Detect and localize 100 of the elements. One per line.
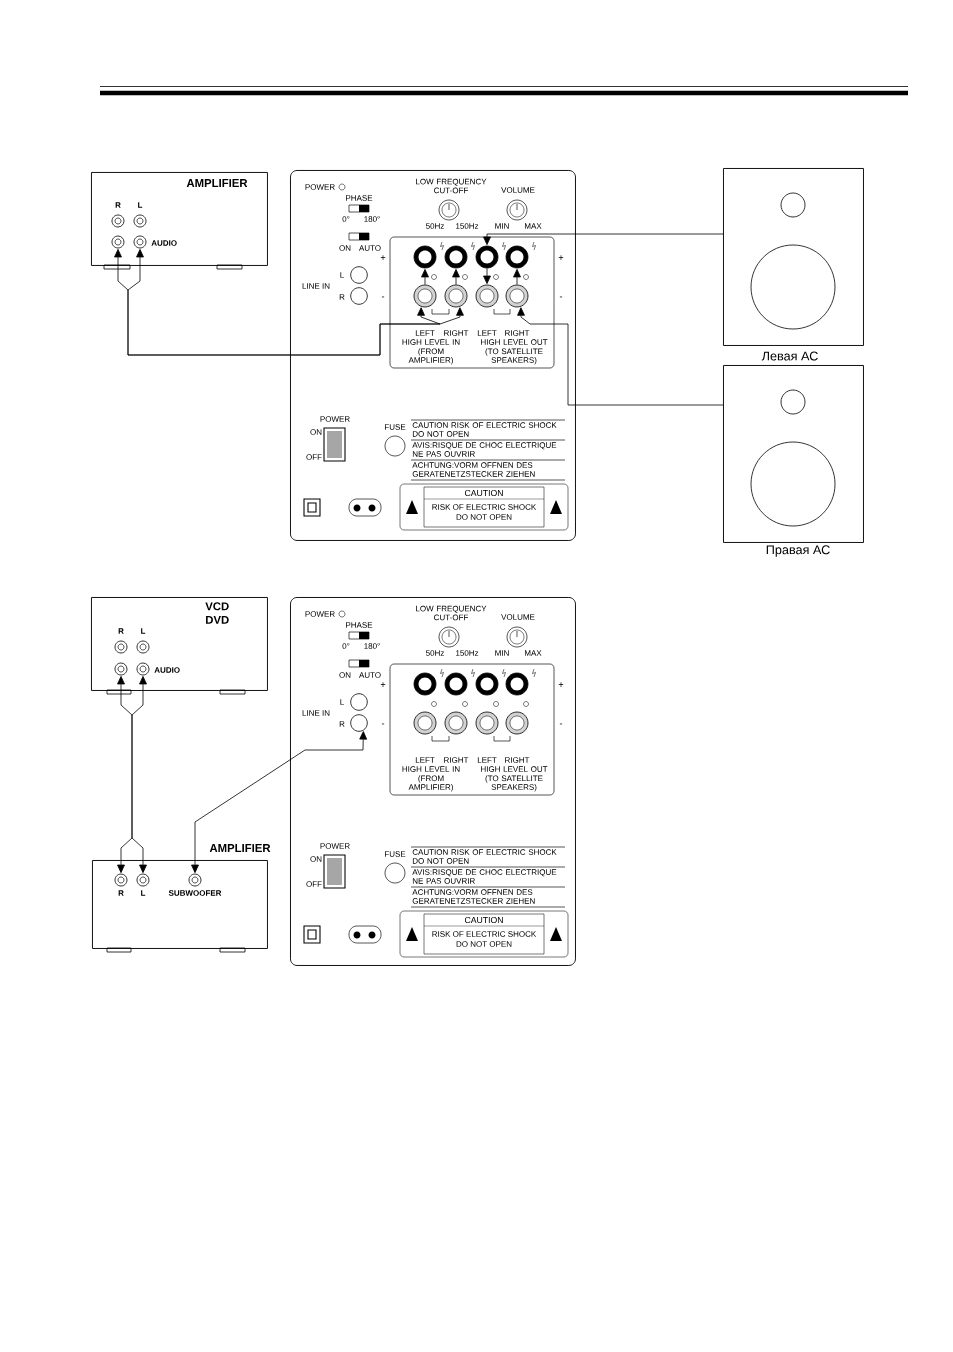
speaker-caption: Левая АС (761, 351, 818, 361)
warning-text: AVIS:RISQUE DE CHOC ELECTRIQUE NE PAS OUVRIR (412, 442, 557, 457)
panel-label: 50Hz (426, 223, 444, 229)
panel-label: POWER (320, 416, 350, 422)
subwoofer-panel (290, 170, 576, 541)
panel-label: VOLUME (501, 614, 535, 620)
panel-label: FUSE (385, 424, 406, 430)
jack-label: L (141, 628, 146, 634)
cable (191, 731, 368, 874)
panel-label: LINE IN (302, 710, 330, 716)
warning-text: ACHTUNG:VORM OFFNEN DES GERATENETZSTECKER ZIEHEN (412, 462, 535, 477)
warning-text: ACHTUNG:VORM OFFNEN DES GERATENETZSTECKER ZIEHEN (412, 889, 535, 904)
panel-label: HIGH LEVEL IN (402, 766, 460, 772)
jack-label: SUBWOOFER (168, 890, 222, 896)
jack-label: R (118, 890, 124, 896)
panel-label: FUSE (385, 851, 406, 857)
polarity-sign: - (559, 296, 563, 298)
audio-jack (133, 235, 147, 249)
panel-label: R (339, 721, 345, 727)
input-jack (350, 287, 368, 305)
jack-label: R (115, 202, 121, 208)
sticker-text: RISK OF ELECTRIC SHOCK (432, 504, 537, 510)
speaker-terminal (505, 245, 529, 269)
panel-label: (TO SATELLITE SPEAKERS) (485, 775, 543, 792)
cable (117, 676, 133, 874)
speaker-caption: Правая АС (766, 545, 830, 557)
subwoofer-panel (290, 597, 576, 966)
cable (517, 307, 724, 406)
panel-label: RIGHT (444, 757, 469, 763)
cable (483, 268, 491, 284)
audio-jack (136, 662, 150, 676)
panel-label: HIGH LEVEL IN (402, 339, 460, 345)
panel-label: POWER (305, 611, 335, 617)
panel-label: 0° (342, 643, 350, 649)
polarity-sign: + (558, 255, 564, 260)
polarity-sign: - (381, 723, 385, 725)
panel-label: MIN (495, 223, 509, 229)
jack-label: L (138, 202, 143, 208)
warning-text: AVIS:RISQUE DE CHOC ELECTRIQUE NE PAS OUVRIR (412, 869, 557, 884)
panel-label: AUTO (359, 245, 381, 251)
jack-label: R (118, 628, 124, 634)
panel-label: MIN (495, 650, 509, 656)
panel-label: 0° (342, 216, 350, 222)
cable (513, 269, 521, 285)
cable (452, 269, 460, 285)
sticker-text: CAUTION (464, 489, 503, 497)
panel-label: POWER (320, 843, 350, 849)
audio-jack (114, 662, 128, 676)
panel-label: 150Hz (456, 650, 479, 656)
panel-label: PHASE (346, 195, 373, 201)
panel-label: RIGHT (505, 757, 530, 763)
polarity-sign: + (380, 255, 386, 260)
panel-label: MAX (525, 223, 542, 229)
panel-label: LINE IN (302, 283, 330, 289)
audio-jack (111, 235, 125, 249)
panel-label: ON (310, 856, 322, 862)
panel-label: PHASE (346, 622, 373, 628)
cable (421, 269, 429, 285)
sticker-text: CAUTION (464, 916, 503, 924)
panel-label: (FROM AMPLIFIER) (408, 775, 453, 792)
sticker-text: DO NOT OPEN (456, 941, 512, 947)
panel-label: LEFT (477, 757, 497, 763)
panel-label: MAX (525, 650, 542, 656)
panel-label: RIGHT (505, 330, 530, 336)
panel-label: RIGHT (444, 330, 469, 336)
panel-label: POWER (305, 184, 335, 190)
sticker-text: RISK OF ELECTRIC SHOCK (432, 931, 537, 937)
panel-label: AUTO (359, 672, 381, 678)
jack-label: L (141, 890, 146, 896)
jack-label: AUDIO (151, 240, 177, 246)
sticker-text: DO NOT OPEN (456, 514, 512, 520)
panel-label: LOW FREQUENCY CUT-OFF (416, 178, 487, 194)
speaker-terminal (505, 672, 529, 696)
speaker-terminal (505, 284, 529, 308)
speaker-terminal (413, 284, 437, 308)
panel-label: 150Hz (456, 223, 479, 229)
speaker-terminal (413, 672, 437, 696)
speaker-terminal (444, 711, 468, 735)
cable (483, 233, 724, 245)
panel-label: ON (339, 245, 351, 251)
polarity-sign: + (558, 682, 564, 687)
polarity-sign: + (380, 682, 386, 687)
panel-label: VOLUME (501, 187, 535, 193)
input-jack (350, 266, 368, 284)
panel-label: HIGH LEVEL OUT (481, 339, 548, 345)
panel-label: R (339, 294, 345, 300)
speaker-terminal (505, 711, 529, 735)
panel-label: (TO SATELLITE SPEAKERS) (485, 348, 543, 365)
speaker-terminal (475, 672, 499, 696)
speaker-terminal (475, 711, 499, 735)
panel-label: ON (339, 672, 351, 678)
speaker-terminal (444, 284, 468, 308)
speaker-terminal (413, 711, 437, 735)
speaker-terminal (413, 245, 437, 269)
panel-label: OFF (306, 881, 322, 887)
panel-label: LEFT (415, 757, 435, 763)
panel-label: 50Hz (426, 650, 444, 656)
polarity-sign: - (381, 296, 385, 298)
speaker-terminal (475, 245, 499, 269)
panel-label: LOW FREQUENCY CUT-OFF (416, 605, 487, 621)
